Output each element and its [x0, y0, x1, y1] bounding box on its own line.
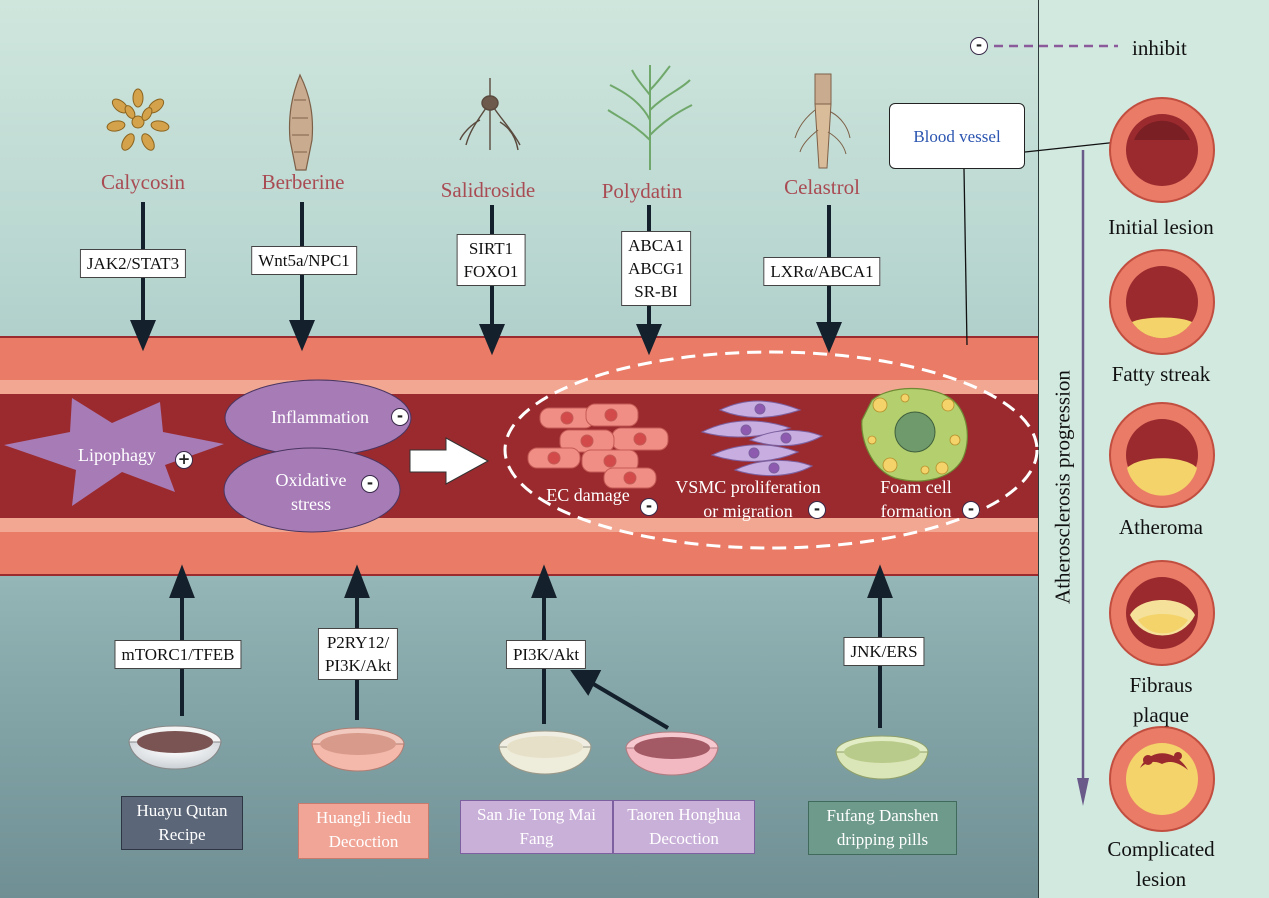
fufang-bowl-icon — [835, 735, 929, 780]
recipe-san-jie-tong-mai: San Jie Tong Mai Fang — [460, 800, 613, 854]
celastrol-root-icon — [794, 73, 851, 169]
huangli-bowl-icon — [311, 727, 405, 772]
calycosin-flower-icon — [106, 88, 170, 151]
recipe-huangli-jiedu: Huangli Jiedu Decoction — [298, 803, 429, 859]
herb-salidroside: Salidroside — [440, 178, 536, 202]
initial-lesion-vessel-icon — [1109, 97, 1215, 203]
foam-cell-minus-sign: - — [962, 501, 980, 519]
vsmc-cells-icon — [700, 400, 824, 477]
salidroside-root-icon — [459, 78, 521, 151]
lipophagy-label: Lipophagy — [78, 445, 156, 465]
stage-fatty-streak: Fatty streak — [1111, 362, 1211, 386]
lipophagy-star — [4, 398, 224, 506]
foam-cell-icon — [861, 387, 968, 482]
ec-damage-minus-sign: - — [640, 498, 658, 516]
recipe-fufang-danshen: Fufang Danshen dripping pills — [808, 801, 957, 855]
vsmc-label: VSMC proliferation or migration — [675, 477, 821, 521]
herb-calycosin: Calycosin — [101, 170, 185, 194]
recipe-taoren-honghua: Taoren Honghua Decoction — [613, 800, 755, 854]
ec-cells-icon — [527, 403, 669, 489]
taoren-bowl-icon — [625, 731, 719, 776]
berberine-root-icon — [288, 73, 314, 171]
pathway-sirt1-foxo1: SIRT1 FOXO1 — [456, 234, 526, 286]
pathway-jnk-ers: JNK/ERS — [843, 637, 925, 666]
pathway-p2ry12-pi3k-akt: P2RY12/ PI3K/Akt — [317, 628, 399, 680]
cell-group-dashed-ellipse — [503, 350, 1039, 550]
lipophagy-plus-sign: + — [175, 451, 193, 469]
foam-cell-label: Foam cell formation — [880, 477, 952, 521]
pathway-mtorc1-tfeb: mTORC1/TFEB — [114, 640, 242, 669]
blood-vessel-connector-right — [1024, 141, 1119, 153]
legend-inhibit-sign: - — [970, 37, 988, 55]
pathway-wnt5a-npc1: Wnt5a/NPC1 — [251, 246, 357, 275]
transition-arrow — [409, 437, 490, 485]
stage-initial-lesion: Initial lesion — [1108, 215, 1214, 239]
herb-berberine: Berberine — [261, 170, 345, 194]
legend-inhibit-text: inhibit — [1132, 36, 1187, 60]
pathway-pi3k-akt: PI3K/Akt — [505, 640, 587, 669]
pathway-abca1-abcg1-srbi: ABCA1 ABCG1 SR-BI — [621, 231, 691, 306]
sanjie-bowl-icon — [498, 730, 592, 775]
stage-atheroma: Atheroma — [1119, 515, 1203, 539]
herb-polydatin: Polydatin — [601, 179, 683, 203]
polydatin-plant-icon — [607, 65, 693, 170]
fatty-streak-vessel-icon — [1109, 249, 1215, 355]
vsmc-minus-sign: - — [808, 501, 826, 519]
oxidative-minus-sign: - — [361, 475, 379, 493]
inflammation-minus-sign: - — [391, 408, 409, 426]
blood-vessel — [0, 336, 1038, 576]
complicated-lesion-vessel-icon — [1109, 726, 1215, 832]
blood-vessel-connector — [963, 168, 968, 346]
blood-vessel-label: Blood vessel — [889, 103, 1025, 169]
herb-celastrol: Celastrol — [784, 175, 860, 199]
fibrous-plaque-vessel-icon — [1109, 560, 1215, 666]
recipe-huayu-qutan: Huayu Qutan Recipe — [121, 796, 243, 850]
pathway-lxra-abca1: LXRα/ABCA1 — [763, 257, 881, 286]
stage-fibrous-plaque: Fibraus plaque — [1129, 673, 1193, 727]
progression-label: Atherosclerosis progression — [1050, 370, 1075, 604]
huayu-bowl-icon — [128, 725, 222, 770]
ec-damage-label: EC damage — [546, 485, 630, 505]
inflammation-label: Inflammation — [271, 407, 369, 427]
oxidative-stress-label: Oxidative stress — [275, 470, 347, 514]
stage-complicated-lesion: Complicated lesion — [1107, 837, 1215, 891]
atheroma-vessel-icon — [1109, 402, 1215, 508]
oxidative-ellipse — [223, 447, 401, 533]
pathway-jak2-stat3: JAK2/STAT3 — [79, 249, 187, 278]
